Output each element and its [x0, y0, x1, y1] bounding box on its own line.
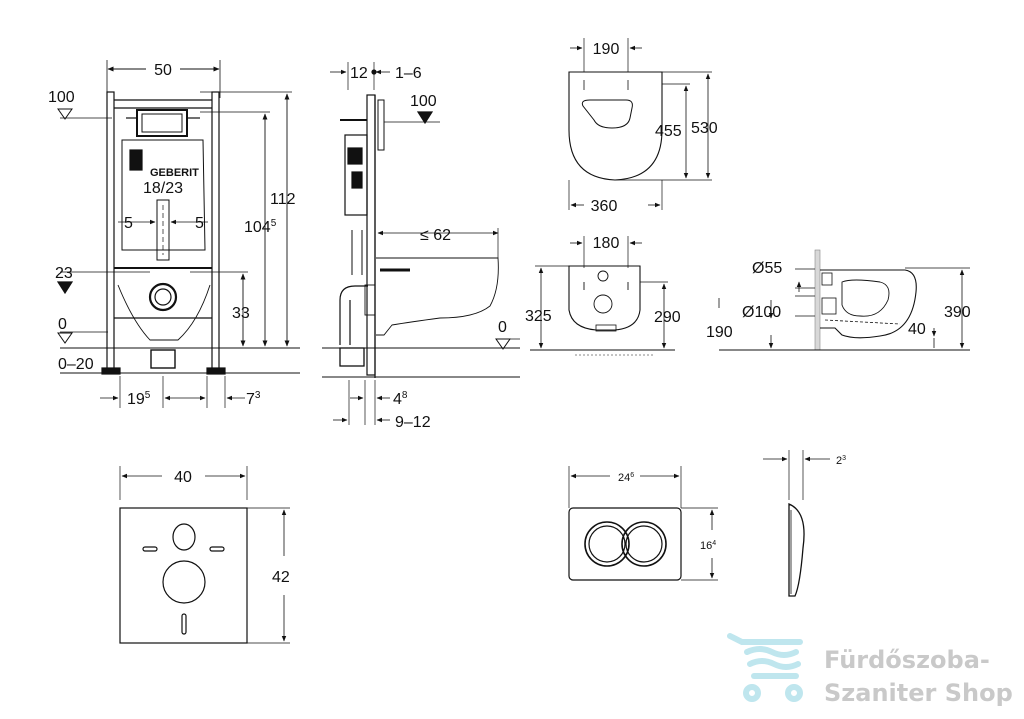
plate-width-label: 40	[174, 469, 192, 486]
back-height-right-label: 290	[654, 309, 681, 326]
bowl-top-labels: 190 455 530 360	[591, 41, 718, 215]
seat-width-label: 190	[593, 41, 620, 58]
bowl-width-label: 360	[591, 198, 618, 215]
level-top-label: 100	[48, 89, 75, 106]
frame-width-label: 50	[154, 62, 172, 79]
back-height-left-label: 325	[525, 308, 552, 325]
brand-logo-text: GEBERIT	[150, 167, 199, 179]
flush-button-side-view	[763, 450, 830, 597]
floor-range-label: 0–20	[58, 356, 94, 373]
side-level-floor-label: 0	[498, 319, 507, 336]
frame-front-labels: 50 100 GEBERIT 18/23 5 5 23 0 0–20 112 1…	[48, 62, 296, 408]
bowl-back-view	[530, 236, 675, 356]
pipe-offset-left-label: 5	[124, 215, 133, 232]
flush-button-side-labels: 23	[836, 455, 846, 467]
height-inner-label: 1045	[244, 218, 277, 236]
bowl-top-view	[568, 38, 712, 210]
insulation-plate-view	[119, 466, 290, 644]
plate-height-label: 42	[272, 569, 290, 586]
level-floor-label: 0	[58, 316, 67, 333]
flush-button-front-labels: 246 164	[618, 472, 716, 552]
bowl-depth-label: ≤ 62	[420, 227, 451, 244]
side-level-top-label: 100	[410, 93, 437, 110]
bowl-back-labels: 180 325 290	[525, 235, 681, 326]
bathtub-logo-icon	[727, 633, 803, 702]
insulation-plate-labels: 40 42	[174, 469, 290, 586]
side-bottom-b-label: 9–12	[395, 414, 431, 431]
height-outlet-label: 33	[232, 305, 250, 322]
depth-total-label: 530	[691, 120, 718, 137]
depth-inner-label: 455	[655, 123, 682, 140]
bowl-side-view	[718, 249, 970, 351]
diameter-large-label: Ø100	[742, 304, 781, 321]
flush-button-front-view	[568, 466, 718, 581]
side-offset-top-label: 12	[350, 65, 368, 82]
side-wall-range-label: 1–6	[395, 65, 422, 82]
watermark-line2: Szaniter Shop	[824, 679, 1013, 707]
watermark-line1: Fürdőszoba-	[824, 646, 990, 674]
height-total-label: 112	[270, 191, 296, 208]
frame-side-view	[322, 62, 520, 425]
pipe-offset-right-label: 5	[195, 215, 204, 232]
shop-watermark: Fürdőszoba- Szaniter Shop	[727, 633, 1013, 707]
side-height-total-label: 390	[944, 304, 971, 321]
button-height-label: 164	[700, 540, 716, 552]
button-width-label: 246	[618, 472, 634, 484]
pipe-height-label: 18/23	[143, 180, 183, 197]
foot-right-label: 73	[246, 390, 261, 408]
foot-left-label: 195	[127, 390, 151, 408]
level-mid-label: 23	[55, 265, 73, 282]
rim-label: 40	[908, 321, 926, 338]
frame-front-view	[56, 60, 300, 408]
side-bottom-a-label: 48	[393, 390, 408, 408]
diameter-small-label: Ø55	[752, 260, 782, 277]
side-floor-height-label: 190	[706, 324, 733, 341]
button-depth-label: 23	[836, 455, 846, 467]
bowl-side-labels: Ø55 Ø100 190 40 390	[706, 260, 971, 341]
holes-spacing-label: 180	[593, 235, 620, 252]
frame-side-labels: 12 1–6 100 ≤ 62 0 48 9–12	[350, 65, 507, 431]
